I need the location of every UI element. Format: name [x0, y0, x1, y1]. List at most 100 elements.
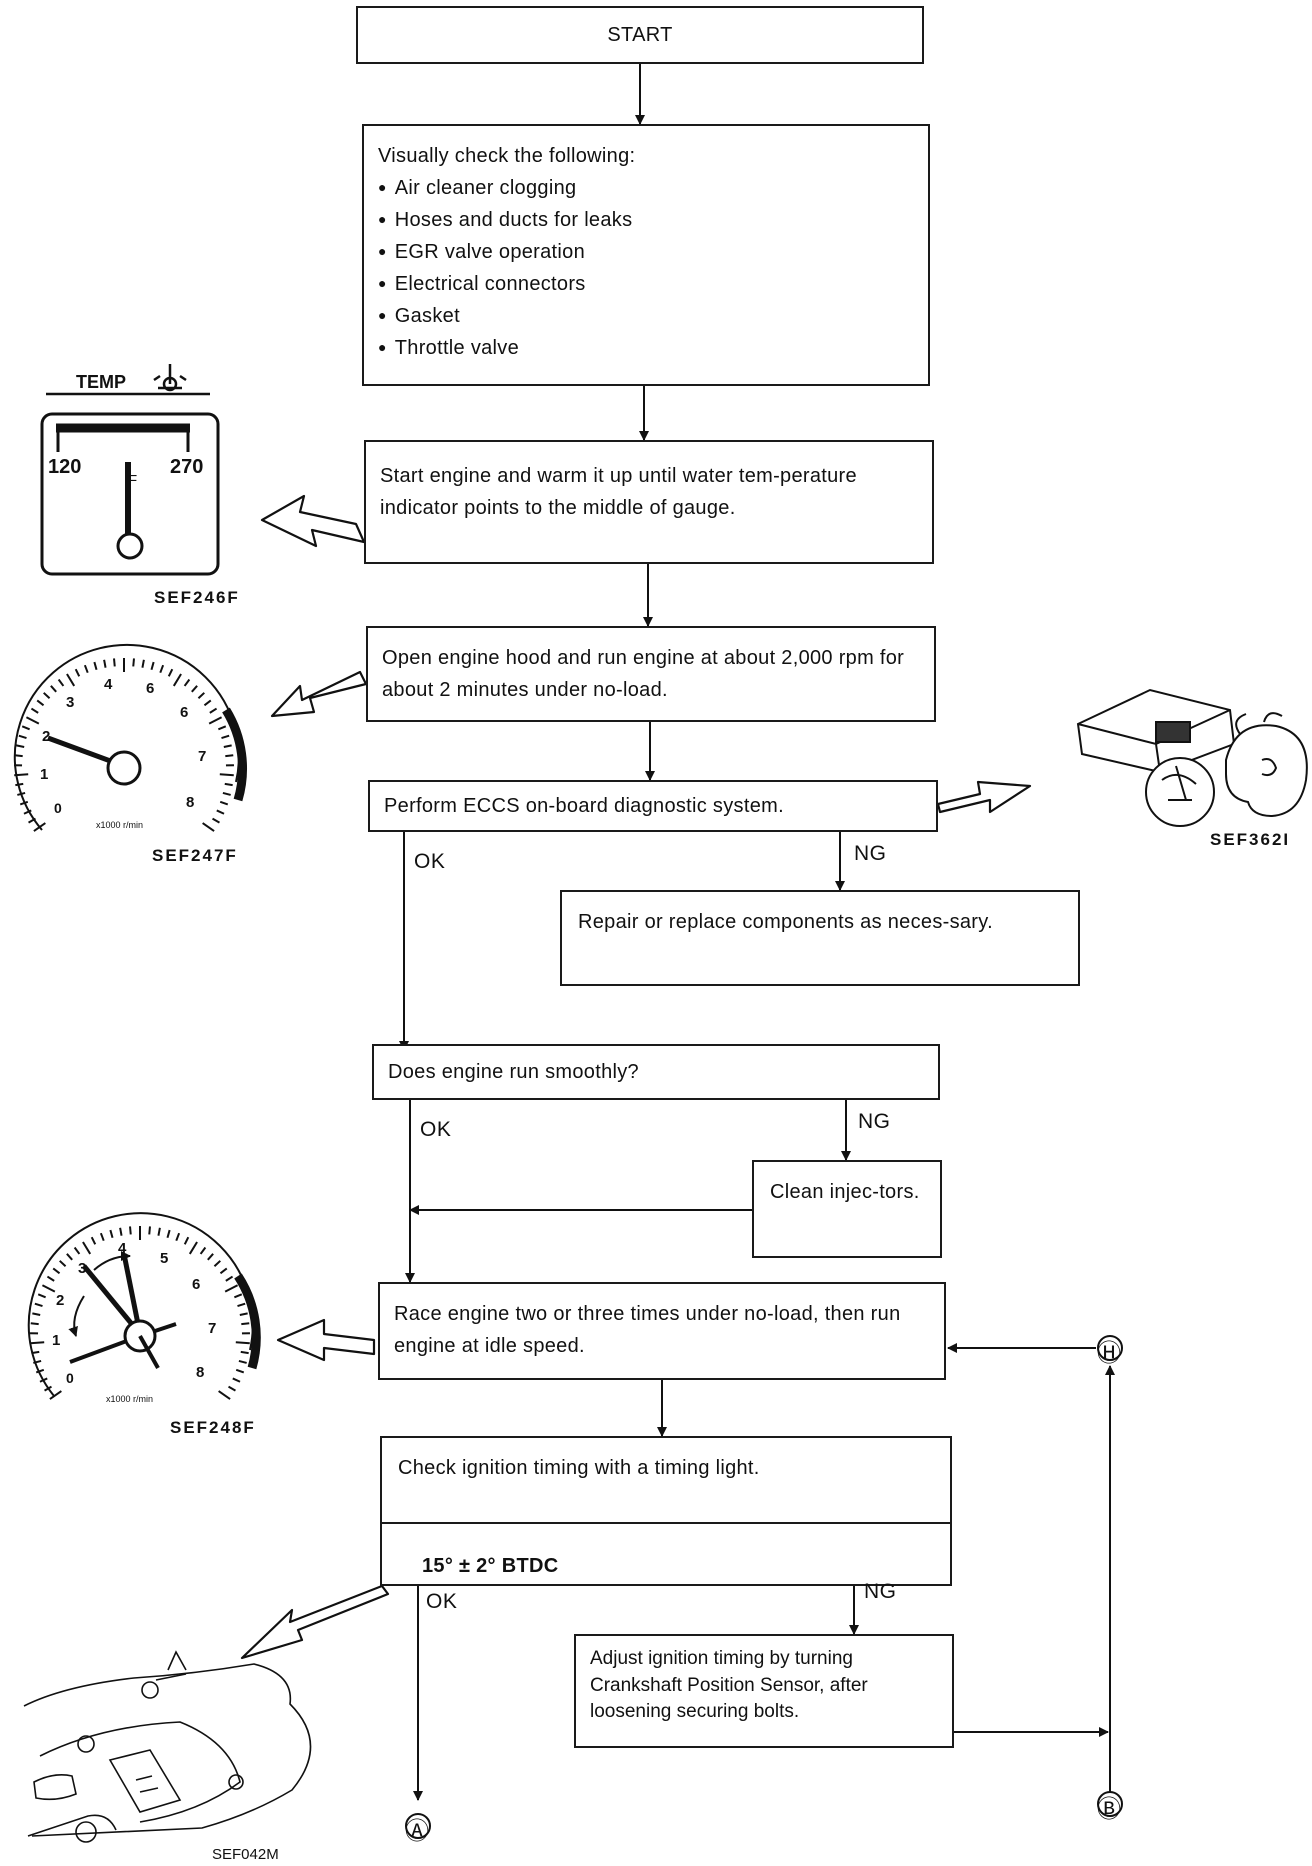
dial-tick-mark — [19, 800, 29, 806]
dial-tick-mark — [21, 725, 31, 731]
connector-circle-a — [405, 1813, 431, 1839]
dial-tick-mark — [36, 699, 45, 707]
tachometer-1-illustration — [13, 643, 247, 832]
dial-tick-mark — [150, 661, 155, 671]
visual-check-item: Throttle valve — [378, 332, 914, 364]
dial-tick-mark — [172, 673, 182, 687]
dial-tick-mark — [52, 1267, 61, 1275]
dial-tick-mark — [28, 817, 36, 824]
dial-tick-mark — [209, 707, 218, 714]
tach2-tick: 6 — [192, 1276, 201, 1293]
tach1-tick: 7 — [198, 748, 207, 765]
dial-tick-mark — [219, 800, 229, 806]
dial-tick-mark — [25, 716, 40, 725]
temp-gauge-high: 270 — [170, 456, 204, 478]
dial-tick-mark — [44, 1385, 52, 1392]
dial-tick-mark — [66, 1253, 73, 1261]
visual-check-item: Air cleaner clogging — [378, 172, 914, 204]
ok-label: OK — [426, 1590, 458, 1613]
figure-code: SEF362I — [1210, 830, 1291, 849]
dial-tick-mark — [93, 661, 98, 671]
temp-gauge-title: TEMP — [76, 372, 127, 392]
dial-tick-mark — [228, 1385, 236, 1392]
dial-tick-mark — [219, 1267, 228, 1275]
tach1-tick: 0 — [54, 800, 62, 816]
dial-tick-mark — [50, 685, 57, 693]
dial-tick-mark — [213, 1260, 221, 1268]
tach2-unit: x1000 r/min — [106, 1394, 154, 1404]
dial-tick-mark — [223, 744, 232, 748]
eccs-diagnostic-box: Perform ECCS on-board diagnostic system. — [368, 780, 938, 832]
temp-gauge-illustration — [40, 364, 220, 576]
dial-tick-mark — [35, 1368, 45, 1374]
dial-tick-mark — [238, 1359, 247, 1364]
tach2-tick: 1 — [52, 1332, 61, 1349]
visual-check-item: Hoses and ducts for leaks — [378, 204, 914, 236]
dial-tick-mark — [16, 744, 25, 748]
dial-tick-mark — [157, 1227, 161, 1236]
dial-tick-mark — [83, 664, 89, 674]
tach2-tick: 3 — [78, 1260, 87, 1277]
dial-tick-mark — [141, 659, 145, 668]
tach2-tick: 8 — [196, 1364, 205, 1381]
dial-tick-mark — [218, 1390, 231, 1400]
dial-tick-mark — [23, 809, 32, 815]
dial-tick-mark — [33, 1359, 42, 1364]
ng-label: NG — [854, 842, 887, 865]
temp-gauge-low: 120 — [48, 456, 82, 478]
dial-tick-mark — [41, 1284, 56, 1293]
ok-label: OK — [414, 850, 446, 873]
dial-tick-mark — [175, 1232, 181, 1242]
dial-tick-mark — [18, 734, 27, 739]
tach1-tick: 8 — [186, 794, 195, 811]
ng-label: NG — [858, 1110, 891, 1133]
dial-tick-mark — [225, 1275, 234, 1282]
ng-label: NG — [864, 1580, 897, 1603]
dial-tick-mark — [103, 659, 107, 668]
tach1-tick: 6 — [146, 680, 155, 697]
dial-tick-mark — [30, 1341, 45, 1345]
dial-tick-mark — [113, 658, 116, 667]
dial-tick-mark — [240, 1350, 249, 1355]
dial-tick-mark — [30, 1322, 39, 1326]
tach2-tick: 4 — [118, 1240, 127, 1257]
dial-tick-mark — [15, 782, 24, 787]
engine-photo-illustration — [23, 1650, 312, 1843]
dial-tick-mark — [197, 692, 205, 700]
temp-gauge-needle-label: F — [128, 472, 140, 489]
race-engine-box: Race engine two or three times under no-… — [378, 1282, 946, 1380]
connector-h-label: Ⓗ — [1097, 1340, 1122, 1367]
dial-tick-mark — [225, 754, 234, 758]
dial-tick-mark — [219, 773, 234, 777]
tach1-tick: 1 — [40, 766, 49, 783]
dial-tick-mark — [31, 1350, 40, 1355]
check-timing-text: Check ignition timing with a timing ligh… — [382, 1438, 950, 1524]
dial-tick-mark — [73, 1246, 81, 1255]
dial-tick-mark — [39, 1377, 48, 1383]
tach2-tick: 5 — [160, 1250, 169, 1267]
visual-check-box: Visually check the following: Air cleane… — [362, 124, 930, 386]
warm-up-box: Start engine and warm it up until water … — [364, 440, 934, 564]
dial-tick-mark — [224, 782, 233, 787]
dial-tick-mark — [188, 1241, 198, 1255]
connector-circle-b — [1097, 1791, 1123, 1817]
visual-check-item: EGR valve operation — [378, 236, 914, 268]
dial-tick-mark — [49, 1390, 62, 1400]
tach1-unit: x1000 r/min — [96, 820, 144, 830]
connector-b-label: Ⓑ — [1097, 1796, 1122, 1823]
dial-tick-mark — [183, 678, 191, 687]
dial-tick-mark — [37, 1293, 47, 1299]
tach2-tick: 0 — [66, 1370, 74, 1386]
dial-tick-mark — [119, 1227, 123, 1236]
tach1-tick: 3 — [66, 694, 75, 711]
dial-tick-mark — [203, 699, 212, 707]
pointer-arrow-tach2 — [276, 1318, 376, 1362]
dial-tick-mark — [191, 685, 198, 693]
dial-tick-mark — [32, 1312, 41, 1316]
dial-tick-mark — [233, 1293, 243, 1299]
dial-tick-mark — [33, 822, 46, 832]
dial-tick-mark — [207, 1253, 214, 1261]
start-box: START — [356, 6, 924, 64]
dial-tick-mark — [202, 822, 215, 832]
